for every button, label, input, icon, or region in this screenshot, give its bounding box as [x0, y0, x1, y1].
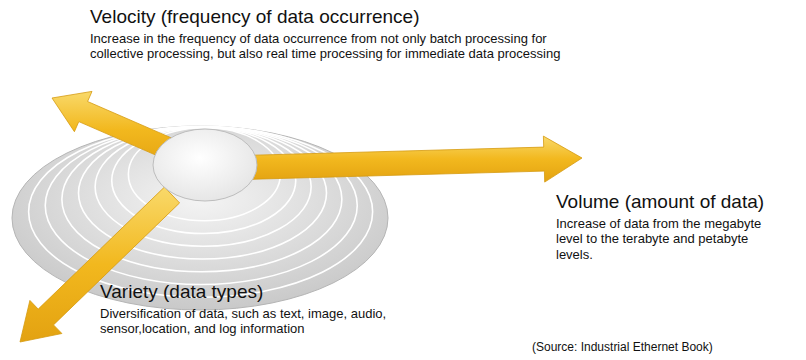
velocity-heading: Velocity (frequency of data occurrence)	[90, 6, 510, 28]
variety-heading: Variety (data types)	[100, 281, 460, 303]
yellow-arrows	[20, 91, 582, 342]
volume-description: Increase of data from the megabyte level…	[556, 216, 788, 262]
volume-heading: Volume (amount of data)	[556, 191, 801, 213]
yellow-arrow	[225, 136, 582, 182]
source-note: (Source: Industrial Ethernet Book)	[532, 340, 802, 354]
central-hub	[153, 129, 257, 201]
velocity-description: Increase in the frequency of data occurr…	[90, 31, 570, 62]
variety-description: Diversification of data, such as text, i…	[100, 306, 460, 337]
